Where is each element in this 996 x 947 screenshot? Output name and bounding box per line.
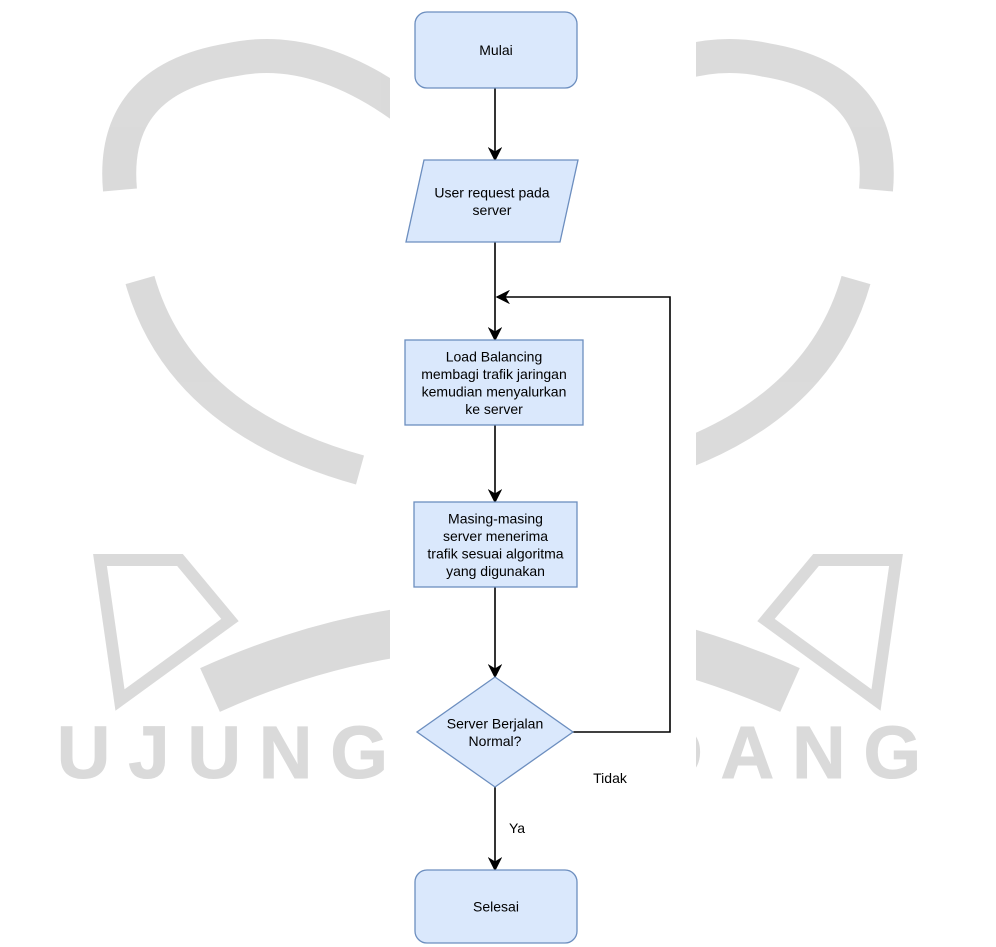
edge-decision-to-balance: Tidak bbox=[495, 289, 671, 786]
edge-label-ya: Ya bbox=[509, 820, 525, 836]
node-shape-balance bbox=[404, 339, 584, 426]
node-end: Selesai bbox=[414, 869, 578, 944]
node-label-balance: membagi trafik jaringan bbox=[421, 366, 567, 382]
node-label-decision: Normal? bbox=[469, 733, 522, 749]
node-shape-decision bbox=[415, 676, 575, 788]
node-label-balance: kemudian menyalurkan bbox=[422, 383, 567, 399]
node-label-decision: Server Berjalan bbox=[447, 715, 544, 731]
edge-label-tidak: Tidak bbox=[593, 770, 628, 786]
node-shape-receive bbox=[413, 501, 578, 588]
page-band bbox=[390, 0, 696, 947]
node-shape-start bbox=[414, 11, 578, 89]
node-label-receive: yang digunakan bbox=[446, 563, 545, 579]
node-shape-input bbox=[405, 159, 579, 243]
node-label-receive: Masing-masing bbox=[448, 510, 543, 526]
node-balance: Load Balancing membagi trafik jaringankem… bbox=[404, 339, 584, 426]
node-label-start: Mulai bbox=[479, 42, 512, 58]
node-label-balance: Load Balancing bbox=[446, 348, 543, 364]
node-shape-end bbox=[414, 869, 578, 944]
node-label-end: Selesai bbox=[473, 899, 519, 915]
edge-line bbox=[495, 289, 671, 733]
node-label-receive: server menerima bbox=[443, 528, 548, 544]
node-label-receive: trafik sesuai algoritma bbox=[427, 545, 563, 561]
node-label-balance: ke server bbox=[465, 401, 523, 417]
node-label-input: server bbox=[473, 202, 512, 218]
node-input: User request pada server bbox=[405, 159, 579, 243]
node-start: Mulai bbox=[414, 11, 578, 89]
node-label-input: User request pada bbox=[434, 184, 549, 200]
edge-decision-to-end: Ya bbox=[487, 787, 525, 872]
